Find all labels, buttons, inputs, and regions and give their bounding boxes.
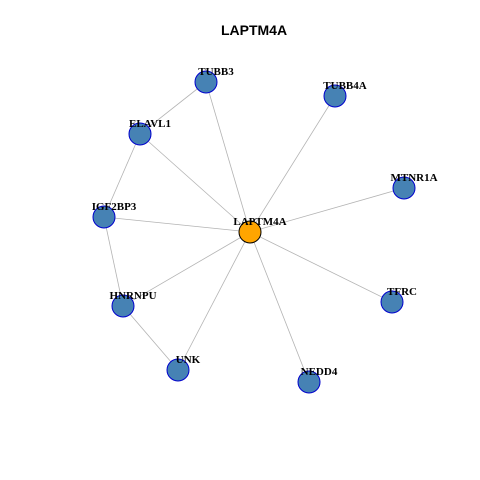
node-label-hnrnpu: HNRNPU <box>109 290 156 302</box>
edge-laptm4a-unk <box>177 231 251 371</box>
graph-title: LAPTM4A <box>221 22 287 38</box>
node-unk <box>166 358 190 382</box>
node-tubb4a <box>323 84 347 108</box>
node-hnrnpu <box>111 294 135 318</box>
node-label-laptm4a: LAPTM4A <box>233 216 286 228</box>
edge-laptm4a-elavl1 <box>139 133 251 233</box>
edge-hnrnpu-unk <box>122 305 179 371</box>
node-label-tubb4a: TUBB4A <box>323 80 366 92</box>
edge-laptm4a-igf2bp3 <box>103 216 251 233</box>
node-label-tfrc: TFRC <box>387 286 417 298</box>
node-label-igf2bp3: IGF2BP3 <box>92 201 137 213</box>
edge-igf2bp3-hnrnpu <box>103 216 124 307</box>
node-laptm4a <box>238 220 262 244</box>
node-elavl1 <box>128 122 152 146</box>
node-nedd4 <box>297 370 321 394</box>
edge-laptm4a-tubb4a <box>249 95 336 233</box>
node-igf2bp3 <box>92 205 116 229</box>
node-mtnr1a <box>392 176 416 200</box>
edges-layer <box>103 81 405 383</box>
node-label-mtnr1a: MTNR1A <box>390 172 437 184</box>
node-label-unk: UNK <box>176 354 201 366</box>
node-tubb3 <box>194 70 218 94</box>
edge-laptm4a-nedd4 <box>249 231 310 383</box>
edge-laptm4a-hnrnpu <box>122 231 251 307</box>
node-label-tubb3: TUBB3 <box>198 66 234 78</box>
edge-laptm4a-tubb3 <box>205 81 251 233</box>
edge-laptm4a-mtnr1a <box>249 187 405 233</box>
node-label-elavl1: ELAVL1 <box>129 118 171 130</box>
nodes-layer <box>92 70 416 394</box>
edge-elavl1-igf2bp3 <box>103 133 141 218</box>
node-tfrc <box>380 290 404 314</box>
edge-tubb3-elavl1 <box>139 81 207 135</box>
edge-laptm4a-tfrc <box>249 231 393 303</box>
node-label-nedd4: NEDD4 <box>301 366 338 378</box>
